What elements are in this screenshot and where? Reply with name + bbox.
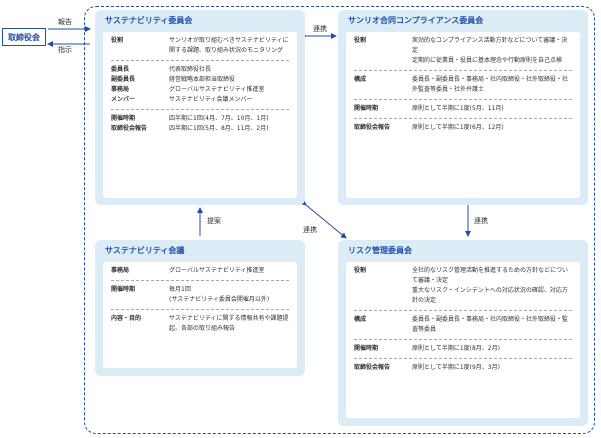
role-row: 役割 サンリオが取り組むべきサステナビリティに関する課題、取り組み状況のモニタリ… bbox=[111, 37, 289, 54]
sustainability-meeting: サステナビリティ会議 事務局グローバルサステナビリティ推進室 開催時期毎月1回 … bbox=[95, 240, 305, 376]
sustainability-committee-panel: 役割 サンリオが取り組むべきサステナビリティに関する課題、取り組み状況のモニタリ… bbox=[103, 32, 297, 198]
schedule-row: 開催時期四半期に1回(4月、7月、10月、1月) bbox=[111, 115, 269, 122]
meeting-row: 事務局グローバルサステナビリティ推進室 bbox=[111, 267, 265, 274]
timing-row: 開催時期原則として半期に1度(5月、11月) bbox=[354, 105, 504, 112]
member-row: 副委員長経営戦略本部担当取締役 bbox=[111, 76, 236, 83]
link-arrow-diag bbox=[300, 199, 347, 239]
schedule-row: 取締役会報告四半期に1回(5月、8月、11月、2月) bbox=[111, 125, 269, 132]
member-row: 事務局グローバルサステナビリティ推進室 bbox=[111, 86, 265, 93]
sustainability-meeting-panel: 事務局グローバルサステナビリティ推進室 開催時期毎月1回 (サステナビリティ委員… bbox=[103, 262, 297, 368]
report-row: 取締役会報告原則として半期に1度(9月、3月) bbox=[354, 364, 500, 371]
role-row: 役割 全社的なリスク管理活動を推進するための方針などについて審議・決定重大なリス… bbox=[354, 267, 569, 304]
role-row: 役割 実効的なコンプライアンス活動方針などについて審議・決定定期的に従業員・役員… bbox=[354, 37, 568, 64]
propose-label: 提案 bbox=[207, 217, 221, 225]
risk-committee: リスク管理委員会 役割 全社的なリスク管理活動を推進するための方針などについて審… bbox=[338, 240, 588, 426]
instruct-label: 指示 bbox=[58, 46, 72, 54]
sustainability-committee-title: サステナビリティ委員会 bbox=[105, 16, 193, 25]
composition-row: 構成委員長・副委員長・事務局・社内取締役・社外取締役・社外監査等委員・社外弁護士 bbox=[354, 76, 569, 93]
meeting-row: 内容・目的サステナビリティに関する情報共有や課題提起、各部の取り組み報告 bbox=[111, 315, 289, 332]
link-label-top: 連携 bbox=[313, 25, 327, 33]
member-row: 委員長代表取締役社長 bbox=[111, 66, 212, 73]
link-label-right: 連携 bbox=[474, 217, 488, 225]
meeting-row: 開催時期毎月1回 (サステナビリティ委員会開催月以外) bbox=[111, 286, 270, 303]
timing-row: 開催時期原則として半期に1度(8月、2月) bbox=[354, 345, 500, 352]
risk-committee-panel: 役割 全社的なリスク管理活動を推進するための方針などについて審議・決定重大なリス… bbox=[346, 262, 580, 418]
compliance-committee-title: サンリオ合同コンプライアンス委員会 bbox=[348, 16, 484, 25]
compliance-committee: サンリオ合同コンプライアンス委員会 役割 実効的なコンプライアンス活動方針などに… bbox=[338, 10, 588, 205]
compliance-committee-panel: 役割 実効的なコンプライアンス活動方針などについて審議・決定定期的に従業員・役員… bbox=[346, 32, 580, 198]
report-row: 取締役会報告原則として半期に1度(6月、12月) bbox=[354, 124, 504, 131]
link-label-diag: 連携 bbox=[303, 226, 317, 234]
sustainability-meeting-title: サステナビリティ会議 bbox=[105, 246, 185, 255]
composition-row: 構成委員長・副委員長・事務局・社内取締役・社外取締役・監査等委員 bbox=[354, 316, 569, 333]
sustainability-committee: サステナビリティ委員会 役割 サンリオが取り組むべきサステナビリティに関する課題… bbox=[95, 10, 305, 205]
board-of-directors: 取締役会 bbox=[2, 28, 46, 46]
member-row: メンバーサステナビリティ会議メンバー bbox=[111, 96, 253, 103]
report-label: 報告 bbox=[58, 18, 72, 26]
governance-scope-border bbox=[84, 6, 595, 434]
risk-committee-title: リスク管理委員会 bbox=[348, 246, 412, 255]
